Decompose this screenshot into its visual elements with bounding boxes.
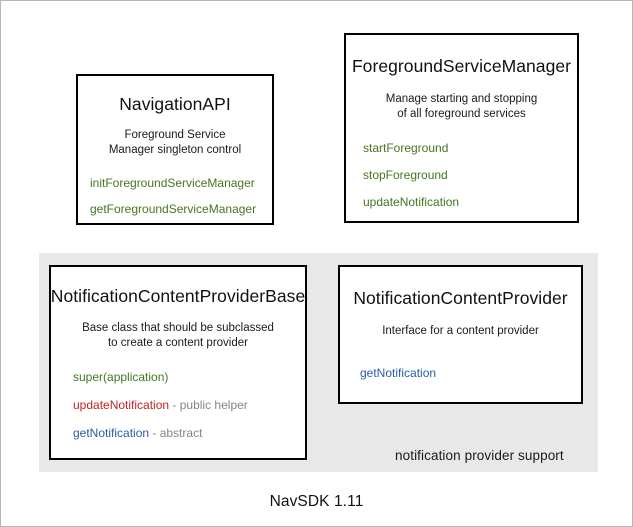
- member-list-notification-content-provider-base: super(application) updateNotification - …: [51, 370, 305, 440]
- class-description-notification-content-provider-base: Base class that should be subclassed to …: [82, 322, 274, 349]
- member-name: stopForeground: [363, 168, 448, 182]
- class-title-notification-content-provider-base: NotificationContentProviderBase: [50, 286, 306, 306]
- class-title-navigation-api: NavigationAPI: [119, 94, 231, 114]
- member-list-foreground-service-manager: startForeground stopForeground updateNot…: [346, 141, 577, 209]
- member-row[interactable]: updateNotification - public helper: [73, 398, 305, 412]
- member-name: getForegroundServiceManager: [90, 202, 257, 216]
- member-row[interactable]: super(application): [73, 370, 305, 384]
- member-row[interactable]: stopForeground: [363, 168, 577, 182]
- class-description-navigation-api: Foreground Service Manager singleton con…: [108, 129, 242, 156]
- member-row[interactable]: getNotification: [360, 366, 581, 380]
- class-box-navigation-api[interactable]: NavigationAPI Foreground Service Manager…: [76, 74, 274, 225]
- member-list-navigation-api: initForegroundServiceManager getForegrou…: [78, 176, 272, 216]
- member-row[interactable]: getNotification - abstract: [73, 426, 305, 440]
- member-name: initForegroundServiceManager: [90, 176, 255, 190]
- member-name: startForeground: [363, 141, 449, 155]
- class-box-notification-content-provider-base[interactable]: NotificationContentProviderBase Base cla…: [49, 265, 307, 460]
- member-name: super(application): [73, 370, 169, 384]
- class-box-foreground-service-manager[interactable]: ForegroundServiceManager Manage starting…: [344, 33, 579, 223]
- member-list-notification-content-provider: getNotification: [340, 366, 581, 380]
- class-description-notification-content-provider: Interface for a content provider: [382, 325, 539, 337]
- member-name: getNotification: [73, 426, 150, 440]
- member-note: - abstract: [149, 426, 203, 440]
- member-row[interactable]: getForegroundServiceManager: [90, 202, 272, 216]
- member-row[interactable]: updateNotification: [363, 195, 577, 209]
- member-note: - public helper: [169, 398, 248, 412]
- region-label-notification-provider-support: notification provider support: [395, 448, 564, 463]
- member-name: updateNotification: [73, 398, 170, 412]
- member-name: getNotification: [360, 365, 437, 380]
- class-title-notification-content-provider: NotificationContentProvider: [353, 288, 568, 308]
- class-description-foreground-service-manager: Manage starting and stopping of all fore…: [385, 93, 538, 120]
- member-row[interactable]: startForeground: [363, 141, 577, 155]
- class-title-foreground-service-manager: ForegroundServiceManager: [351, 56, 572, 76]
- diagram-footer-caption: NavSDK 1.11: [269, 493, 364, 510]
- member-name: updateNotification: [363, 195, 460, 209]
- member-row[interactable]: initForegroundServiceManager: [90, 176, 272, 190]
- class-box-notification-content-provider[interactable]: NotificationContentProvider Interface fo…: [338, 265, 583, 404]
